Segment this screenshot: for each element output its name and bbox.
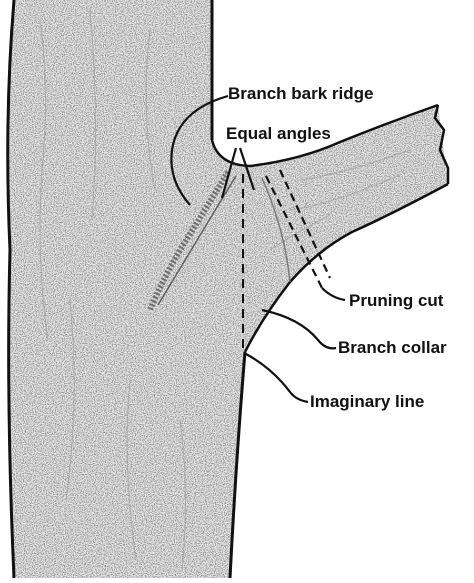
label-imaginary-line: Imaginary line bbox=[310, 392, 424, 412]
label-branch-collar: Branch collar bbox=[338, 338, 447, 358]
label-equal-angles: Equal angles bbox=[226, 124, 331, 144]
leader-pruning-cut bbox=[322, 288, 345, 300]
label-pruning-cut: Pruning cut bbox=[349, 291, 443, 311]
leader-branch-collar bbox=[262, 310, 336, 348]
leader-imaginary-line bbox=[246, 354, 308, 402]
label-branch-bark-ridge: Branch bark ridge bbox=[228, 84, 374, 104]
